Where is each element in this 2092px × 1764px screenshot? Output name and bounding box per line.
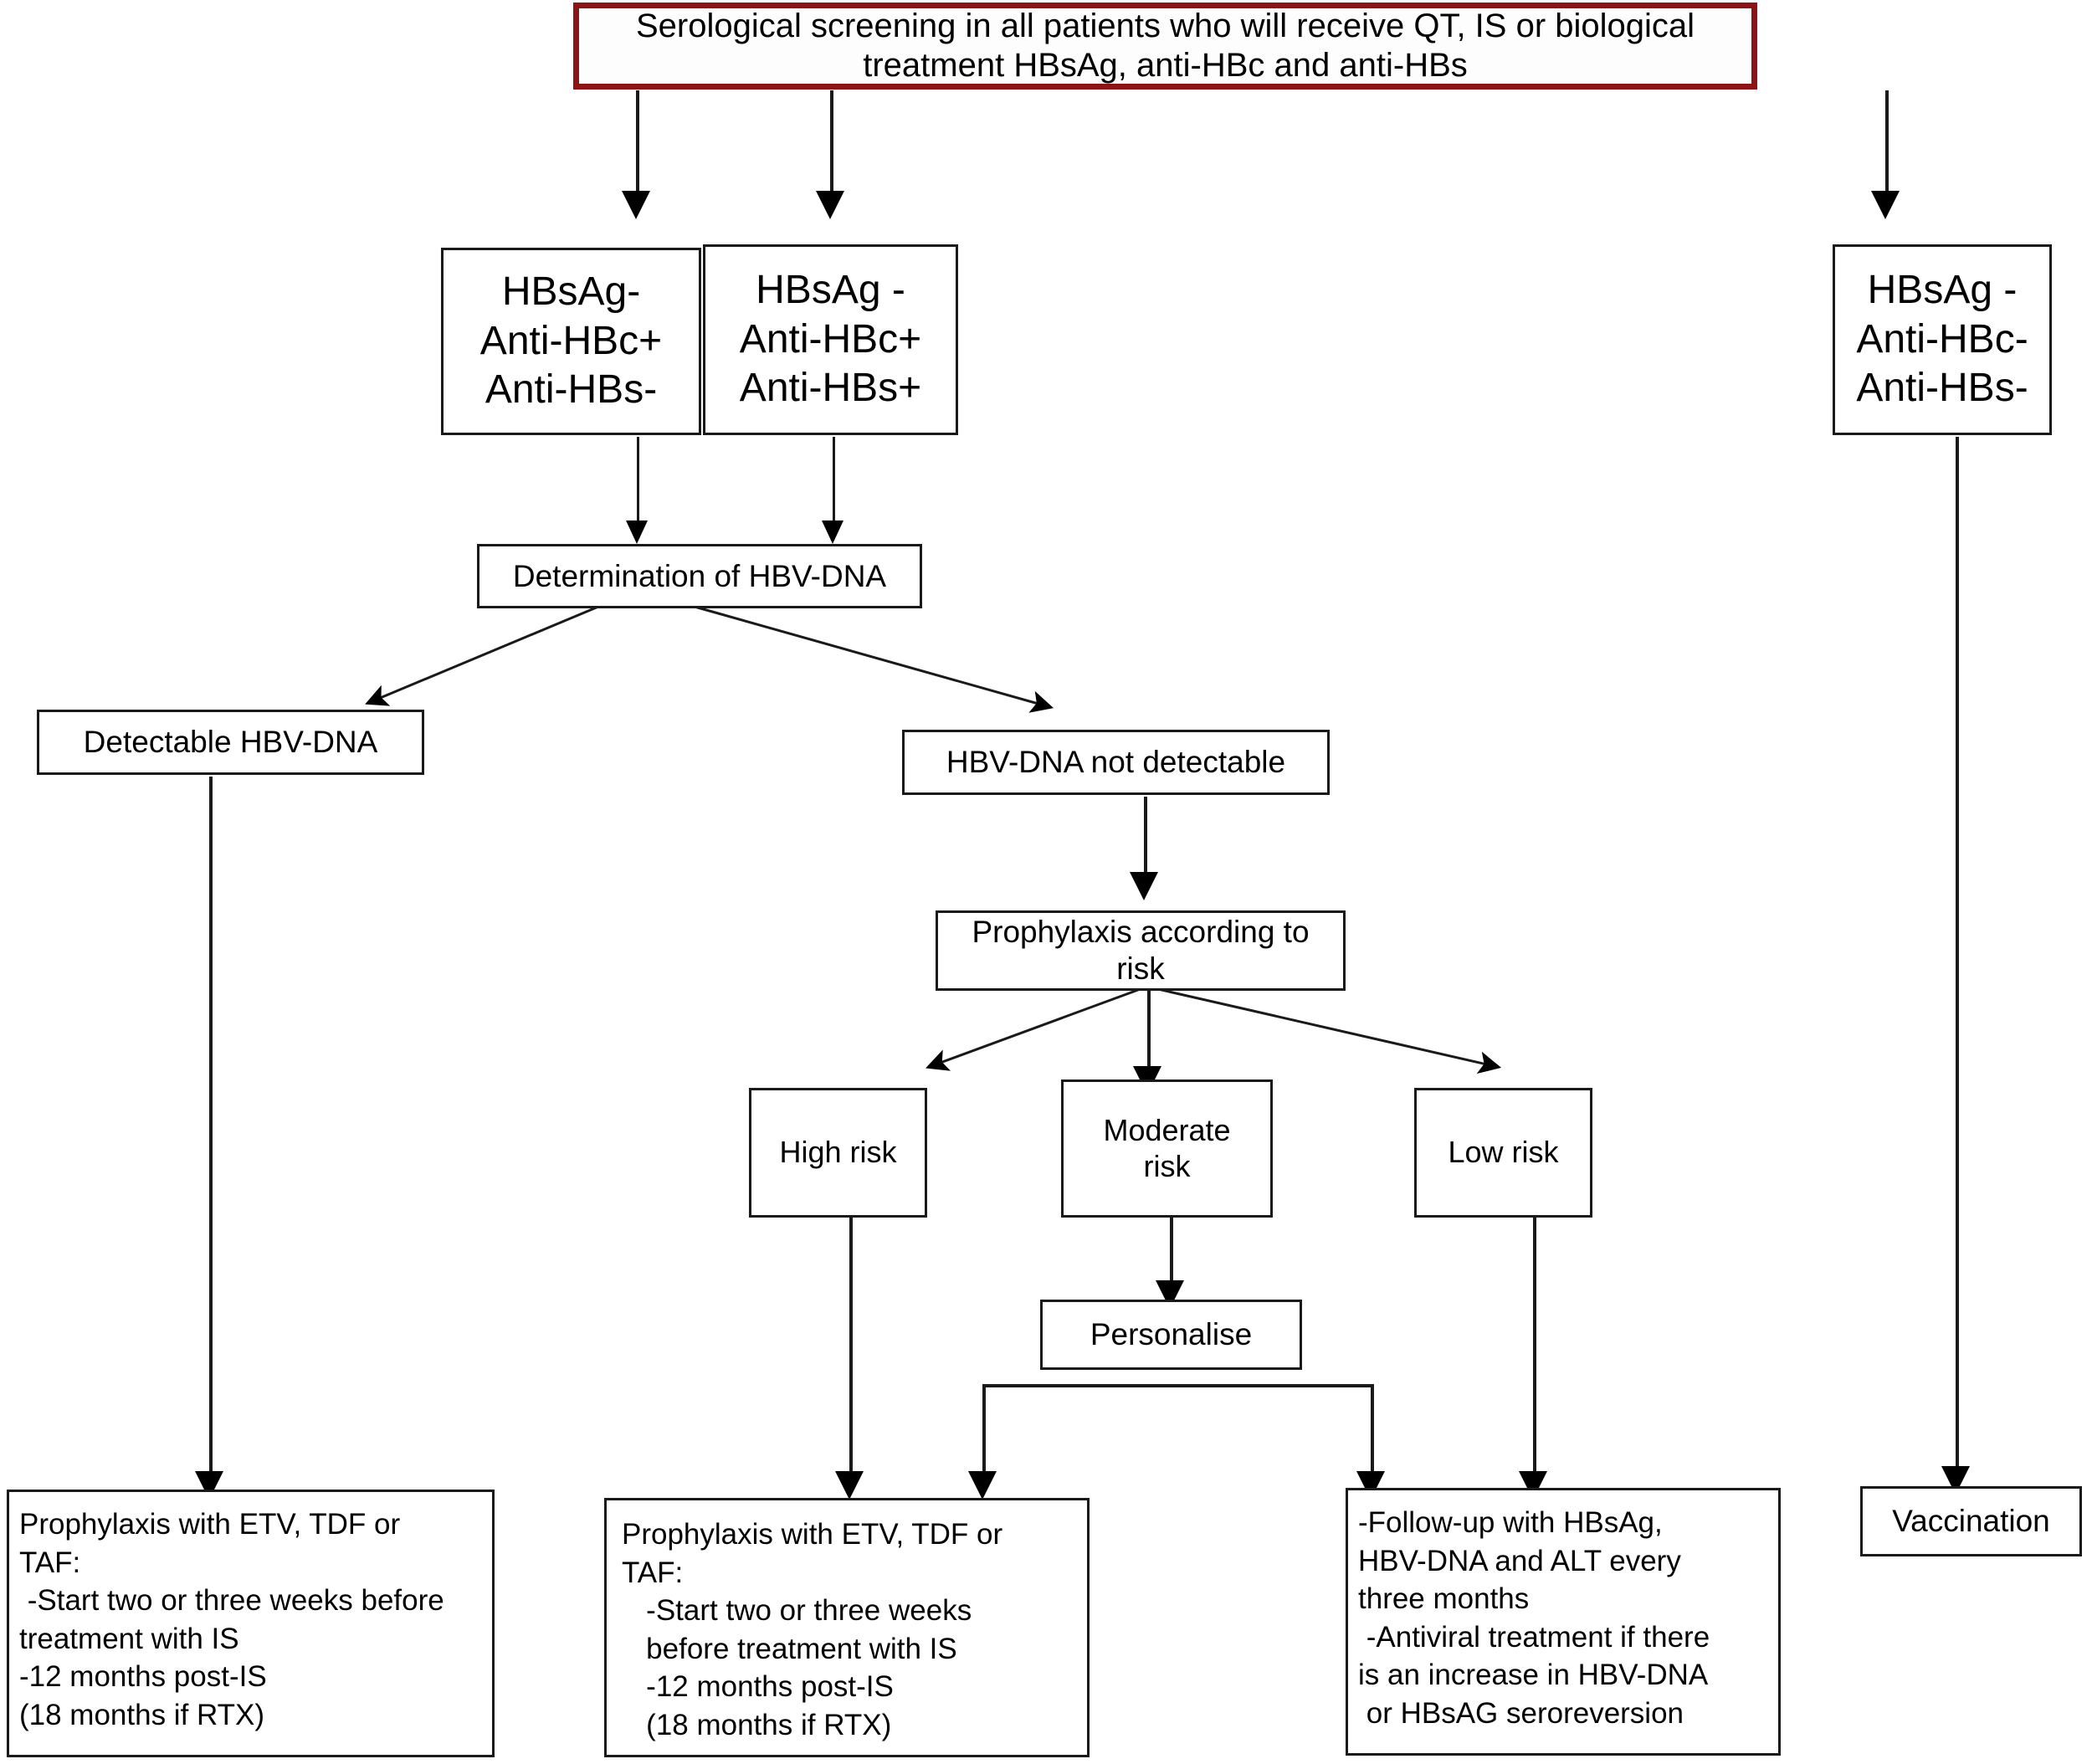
personalise-box: Personalise [1040, 1300, 1302, 1370]
edge-sero2-to-determination-line [833, 437, 835, 520]
determination-text: Determination of HBV-DNA [512, 558, 887, 593]
vaccination-text: Vaccination [1892, 1504, 2050, 1539]
risk-box-moderate-text: Moderate risk [1103, 1113, 1231, 1183]
outcome-box-right: -Follow-up with HBsAg, HBV-DNA and ALT e… [1346, 1488, 1781, 1756]
edge-risk-to-high [926, 986, 1146, 1071]
edge-sero2-to-determination-arrow [822, 520, 843, 544]
outcome-box-middle-text: Prophylaxis with ETV, TDF or TAF: -Start… [622, 1518, 1003, 1741]
edge-low-to-right-outcome-line [1533, 1218, 1536, 1471]
prophylaxis-risk-text: Prophylaxis according to risk [972, 915, 1310, 986]
edge-risk-to-low [1150, 986, 1502, 1074]
prophylaxis-risk-box: Prophylaxis according to risk [936, 910, 1346, 991]
detectable-text: Detectable HBV-DNA [83, 725, 378, 760]
personalise-split-left-arrow [968, 1471, 997, 1500]
risk-box-low: Low risk [1414, 1088, 1592, 1218]
edge-detectable-to-left-outcome-line [209, 777, 213, 1471]
risk-box-moderate: Moderate risk [1061, 1079, 1273, 1218]
personalise-text: Personalise [1090, 1317, 1253, 1352]
edge-determination-to-detectable [365, 605, 599, 706]
not-detectable-box: HBV-DNA not detectable [902, 730, 1330, 795]
vaccination-box: Vaccination [1860, 1486, 2082, 1556]
serology-box-3-text: HBsAg - Anti-HBc- Anti-HBs- [1856, 268, 2028, 411]
serology-box-2-text: HBsAg - Anti-HBc+ Anti-HBs+ [739, 268, 922, 411]
detectable-box: Detectable HBV-DNA [37, 710, 424, 775]
determination-box: Determination of HBV-DNA [477, 544, 922, 608]
edge-notdetectable-to-risk-arrow [1130, 872, 1158, 900]
outcome-box-left: Prophylaxis with ETV, TDF or TAF: -Start… [7, 1490, 495, 1757]
serology-box-1-text: HBsAg- Anti-HBc+ Anti-HBs- [479, 269, 663, 413]
not-detectable-text: HBV-DNA not detectable [946, 745, 1286, 780]
edge-sero1-to-determination-line [637, 437, 639, 520]
serology-box-2: HBsAg - Anti-HBc+ Anti-HBs+ [703, 244, 958, 435]
personalise-split-left-line [982, 1384, 986, 1471]
edge-moderate-to-personalise-line [1170, 1218, 1173, 1280]
outcome-box-right-text: -Follow-up with HBsAg, HBV-DNA and ALT e… [1358, 1506, 1710, 1730]
edge-sero1-to-determination-arrow [626, 520, 648, 544]
outcome-box-left-text: Prophylaxis with ETV, TDF or TAF: -Start… [19, 1508, 444, 1731]
edge-sero3-to-vaccination-line [1956, 437, 1959, 1466]
edge-high-to-middle-outcome-line [849, 1218, 853, 1471]
edge-risk-to-moderate-line [1147, 991, 1151, 1066]
edge-header-to-sero2-line [830, 90, 833, 191]
edge-determination-to-notdetectable [694, 605, 1054, 713]
risk-box-high-text: High risk [779, 1135, 897, 1170]
personalise-split-bar [982, 1384, 1372, 1387]
serology-box-1: HBsAg- Anti-HBc+ Anti-HBs- [441, 248, 701, 435]
serology-box-3: HBsAg - Anti-HBc- Anti-HBs- [1833, 244, 2052, 435]
outcome-box-middle: Prophylaxis with ETV, TDF or TAF: -Start… [604, 1498, 1090, 1757]
header-box: Serological screening in all patients wh… [573, 3, 1757, 90]
edge-high-to-middle-outcome-arrow [835, 1471, 864, 1500]
edge-header-to-sero1-arrow [622, 191, 650, 219]
edge-header-to-sero1-line [636, 90, 639, 191]
edge-header-to-sero3-line [1885, 90, 1889, 191]
personalise-split-right-line [1371, 1384, 1374, 1471]
edge-header-to-sero2-arrow [816, 191, 844, 219]
header-text: Serological screening in all patients wh… [635, 7, 1695, 84]
edge-header-to-sero3-arrow [1871, 191, 1900, 219]
edge-notdetectable-to-risk-line [1144, 797, 1147, 872]
risk-box-high: High risk [749, 1088, 927, 1218]
risk-box-low-text: Low risk [1448, 1135, 1559, 1170]
